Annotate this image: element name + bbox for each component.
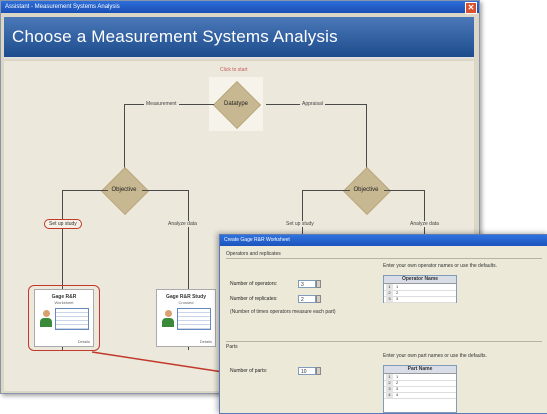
operator-body-icon — [40, 318, 52, 327]
connector — [424, 190, 425, 240]
operator-hint: Enter your own operator names or use the… — [383, 263, 497, 269]
row-number: 3 — [386, 296, 393, 302]
card-subtitle: Worksheet — [54, 300, 74, 305]
replicates-note: (Number of times operators measure each … — [230, 309, 336, 315]
setup-study-right[interactable]: Set up study — [284, 221, 316, 227]
operator-body-icon — [162, 318, 174, 327]
operator-name-cell[interactable]: 1 — [396, 284, 399, 289]
connector — [62, 190, 63, 350]
replicates-label: Number of replicates: — [230, 296, 278, 302]
card-details-link[interactable]: Details — [77, 339, 90, 344]
dialog-title: Create Gage R&R Worksheet — [224, 237, 290, 243]
part-table-header: Part Name — [384, 366, 456, 374]
part-name-cell[interactable]: 1 — [396, 374, 399, 379]
gage-rr-worksheet-card[interactable]: Gage R&R Worksheet Details — [34, 289, 94, 347]
measurement-label: Measurement — [144, 101, 179, 107]
create-worksheet-dialog: Create Gage R&R Worksheet Operators and … — [219, 234, 547, 414]
parts-spinner[interactable] — [316, 367, 321, 375]
operator-table[interactable]: Operator Name 1 1 2 2 3 3 — [383, 275, 457, 303]
connector — [384, 190, 424, 191]
operator-avatar-icon — [43, 310, 50, 317]
divider — [226, 341, 542, 342]
objective-label-right: Objective — [353, 187, 379, 193]
objective-label-left: Objective — [111, 187, 137, 193]
worksheet-icon — [177, 308, 211, 330]
card-title: Gage R&R — [51, 294, 77, 300]
close-icon[interactable]: ✕ — [465, 2, 477, 14]
part-name-cell[interactable]: 2 — [396, 380, 399, 385]
card-details-link[interactable]: Details — [199, 339, 212, 344]
operators-group-label: Operators and replicates — [226, 251, 281, 257]
connector — [124, 104, 125, 176]
banner: Choose a Measurement Systems Analysis — [4, 17, 474, 59]
replicates-spinner[interactable] — [316, 295, 321, 303]
operator-name-cell[interactable]: 3 — [396, 296, 399, 301]
title-bar: Assistant - Measurement Systems Analysis… — [1, 1, 479, 14]
part-name-cell[interactable]: 3 — [396, 386, 399, 391]
operators-input[interactable]: 3 — [298, 280, 316, 288]
connector — [302, 190, 303, 240]
row-number: 2 — [386, 380, 393, 386]
analyze-data-right[interactable]: Analyze data — [408, 221, 441, 227]
parts-input[interactable]: 10 — [298, 367, 316, 375]
window-title: Assistant - Measurement Systems Analysis — [5, 4, 120, 10]
parts-group-label: Parts — [226, 344, 238, 350]
connector — [142, 190, 188, 191]
gage-rr-study-card[interactable]: Gage R&R Study Crossed Details — [156, 289, 216, 347]
table-row[interactable]: 2 2 — [384, 290, 456, 297]
click-to-start-label: Click to start — [220, 67, 248, 73]
setup-study-left[interactable]: Set up study — [44, 219, 82, 229]
connector — [62, 190, 108, 191]
part-table[interactable]: Part Name 1 1 2 2 3 3 4 4 — [383, 365, 457, 413]
card-subtitle: Crossed — [178, 300, 194, 305]
card-title: Gage R&R Study — [165, 294, 206, 300]
part-name-cell[interactable]: 4 — [396, 392, 399, 397]
row-number: 4 — [386, 392, 393, 398]
table-row[interactable]: 1 1 — [384, 284, 456, 291]
operators-spinner[interactable] — [316, 280, 321, 288]
row-number: 1 — [386, 284, 393, 290]
operators-label: Number of operators: — [230, 281, 278, 287]
parts-label: Number of parts: — [230, 368, 268, 374]
datatype-label: Datatype — [223, 101, 248, 107]
row-number: 3 — [386, 386, 393, 392]
connector — [188, 190, 189, 350]
row-number: 2 — [386, 290, 393, 296]
worksheet-icon — [55, 308, 89, 330]
replicates-input[interactable]: 2 — [298, 295, 316, 303]
page-title: Choose a Measurement Systems Analysis — [12, 27, 338, 46]
appraisal-label: Appraisal — [300, 101, 325, 107]
operator-table-header: Operator Name — [384, 276, 456, 284]
table-row[interactable]: 3 3 — [384, 296, 456, 303]
table-row[interactable]: 4 4 — [384, 392, 456, 399]
operator-avatar-icon — [165, 310, 172, 317]
table-row[interactable]: 1 1 — [384, 374, 456, 381]
divider — [226, 258, 542, 259]
operator-name-cell[interactable]: 2 — [396, 290, 399, 295]
connector — [366, 104, 367, 176]
connector — [302, 190, 350, 191]
row-number: 1 — [386, 374, 393, 380]
dialog-title-bar: Create Gage R&R Worksheet — [220, 235, 547, 246]
part-hint: Enter your own part names or use the def… — [383, 353, 487, 359]
analyze-data-left[interactable]: Analyze data — [166, 221, 199, 227]
table-row[interactable]: 3 3 — [384, 386, 456, 393]
table-row[interactable]: 2 2 — [384, 380, 456, 387]
card-highlight — [28, 285, 100, 351]
